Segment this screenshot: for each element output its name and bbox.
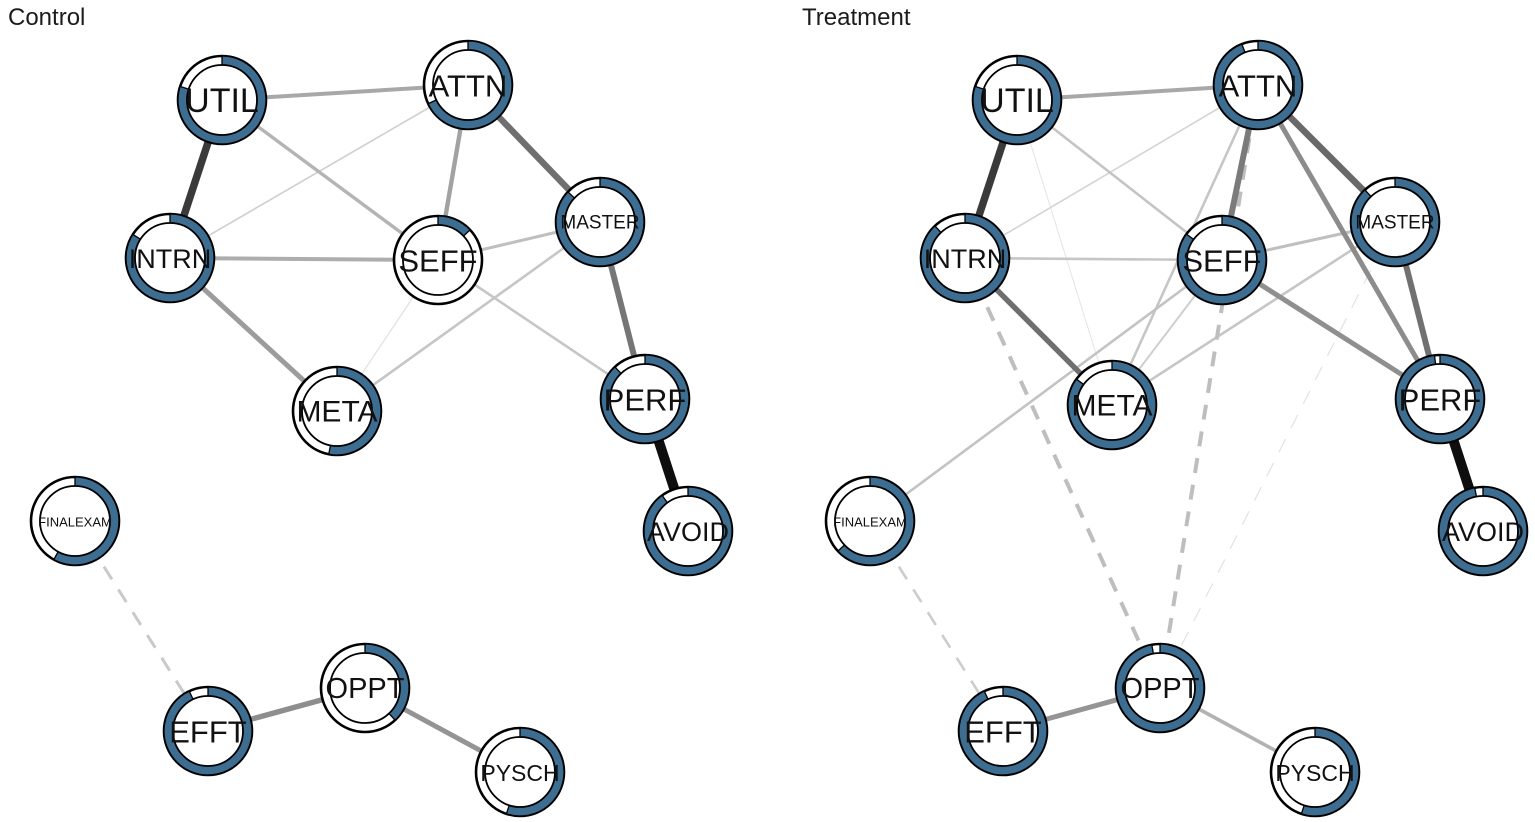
edge-ATTN-OPPT-negative: [1158, 84, 1260, 689]
edge-META-MASTER: [1111, 220, 1396, 407]
node-master[interactable]: MASTER: [1349, 176, 1441, 268]
node-seff[interactable]: SEFF: [392, 214, 484, 306]
node-util[interactable]: UTIL: [971, 54, 1063, 146]
node-efft[interactable]: EFFT: [162, 685, 254, 777]
panel-control: UTIL ATTN INTRN SEFF MASTER META PERF AVOID FINA…: [29, 39, 734, 818]
panel-title-treatment: Treatment: [802, 4, 911, 31]
node-intrn[interactable]: INTRN: [919, 212, 1011, 304]
node-pysch[interactable]: PYSCH: [1269, 726, 1361, 818]
node-util[interactable]: UTIL: [176, 54, 268, 146]
edge-INTRN-ATTN: [964, 84, 1259, 259]
edge-MASTER-OPPT-negative: [1159, 221, 1396, 689]
node-oppt[interactable]: OPPT: [1114, 642, 1206, 734]
node-pysch[interactable]: PYSCH: [474, 726, 566, 818]
node-seff[interactable]: SEFF: [1176, 214, 1268, 306]
node-avoid[interactable]: AVOID: [642, 485, 734, 577]
panel-treatment: UTIL ATTN INTRN SEFF MASTER META PERF AVOID FINA…: [824, 39, 1529, 818]
node-attn[interactable]: ATTN: [1212, 39, 1304, 131]
panel-title-control: Control: [8, 4, 85, 31]
node-intrn[interactable]: INTRN: [124, 212, 216, 304]
edge-FINALEXAM-SEFF: [869, 258, 1223, 523]
node-meta[interactable]: META: [1066, 359, 1158, 451]
node-efft[interactable]: EFFT: [957, 685, 1049, 777]
node-perf[interactable]: PERF: [1394, 353, 1486, 445]
node-avoid[interactable]: AVOID: [1437, 485, 1529, 577]
node-master[interactable]: MASTER: [554, 176, 646, 268]
node-meta[interactable]: META: [291, 365, 383, 457]
edge-META-MASTER: [336, 220, 601, 413]
node-oppt[interactable]: OPPT: [319, 642, 411, 734]
node-attn[interactable]: ATTN: [422, 39, 514, 131]
edge-INTRN-OPPT-negative: [963, 257, 1162, 689]
node-finalexam[interactable]: FINALEXAM: [29, 475, 121, 567]
node-perf[interactable]: PERF: [599, 353, 691, 445]
edge-ATTN-PERF: [1255, 83, 1443, 401]
node-finalexam[interactable]: FINALEXAM: [824, 475, 916, 567]
